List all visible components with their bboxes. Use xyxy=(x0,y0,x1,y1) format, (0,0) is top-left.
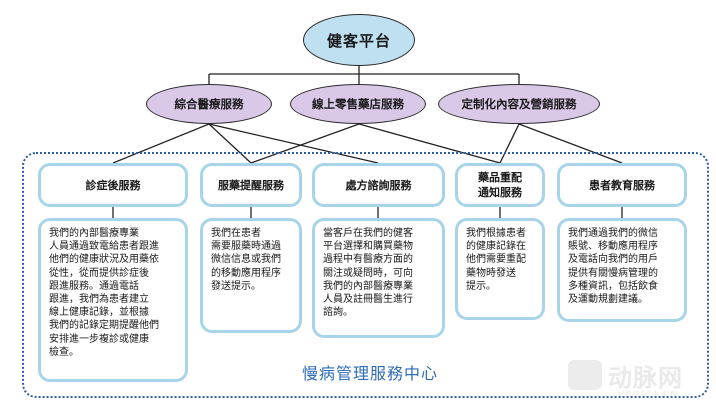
category-node-marketing: 定制化內容及營銷服務 xyxy=(438,84,600,124)
watermark: 动脉网 VBDATA.CN xyxy=(566,356,706,404)
chronic-care-center-frame xyxy=(22,152,709,398)
service-description-patient-education: 我們通過我們的微信 賬號、移動應用程序 及電話向我們的用戶 提供有關慢病管理的 … xyxy=(557,218,687,322)
category-node-pharmacy: 線上零售藥店服務 xyxy=(290,84,426,124)
watermark-text: 动脉网 xyxy=(608,364,683,392)
category-node-medical: 綜合醫療服務 xyxy=(146,84,272,124)
service-description-follow-up: 我們的內部醫療專業 人員通過致電給患者跟進 他們的健康狀況及用藥依 從性，從而提… xyxy=(38,218,188,382)
service-description-medication-reminder: 我們在患者 需要服藥時通過 微信信息或我們 的移動應用程序 發送提示。 xyxy=(200,218,302,333)
service-node-patient-education: 患者教育服務 xyxy=(557,163,687,207)
watermark-subtext: VBDATA.CN xyxy=(618,390,679,400)
service-node-prescription-consult: 處方諮詢服務 xyxy=(312,163,445,207)
service-node-medication-reminder: 服藥提醒服務 xyxy=(200,163,302,207)
service-node-follow-up: 診症後服務 xyxy=(38,163,188,207)
watermark-logo-icon xyxy=(568,360,602,390)
service-description-refill-notice: 我們根據患者 的健康記錄在 他們需要重配 藥物時發送 提示。 xyxy=(455,218,545,320)
service-node-refill-notice: 藥品重配 通知服務 xyxy=(455,163,545,207)
root-node: 健客平台 xyxy=(303,14,415,66)
service-description-prescription-consult: 當客戶在我們的健客 平台選擇和購買藥物 過程中有醫療方面的 關注或疑問時，可向 … xyxy=(312,218,445,338)
chronic-care-center-label: 慢病管理服務中心 xyxy=(302,364,439,383)
